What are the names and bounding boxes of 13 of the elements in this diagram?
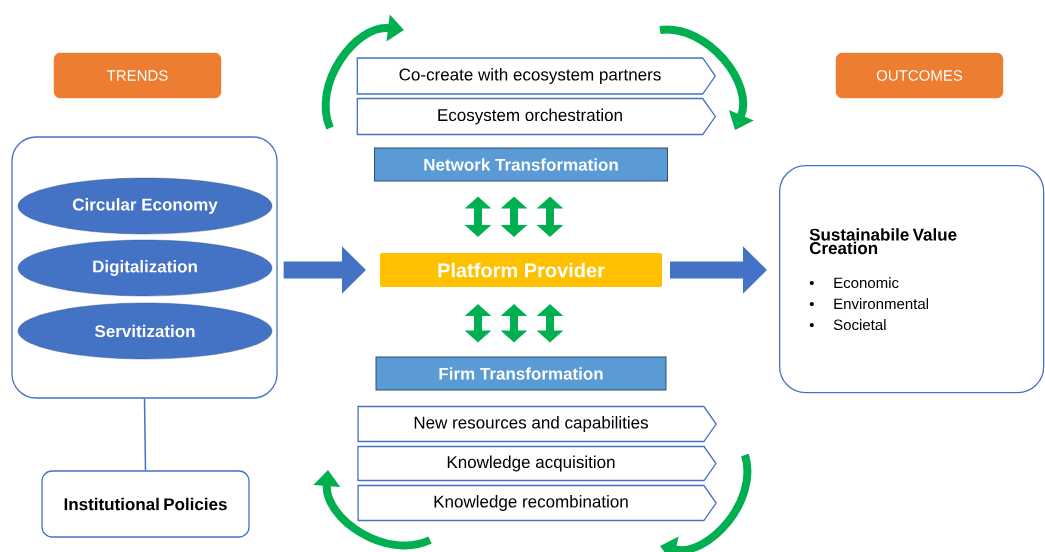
chevron-box: Knowledge acquisition <box>357 445 717 482</box>
platform-box: Platform Provider <box>378 251 664 289</box>
connector-line <box>143 397 147 472</box>
outcome-box: Sustainabile Value Creation • Economic • Environmental • Societal <box>779 165 1045 394</box>
chevron-box: Ecosystem orchestration <box>356 97 717 136</box>
policy-box: Institutional Policies <box>41 470 250 538</box>
chevron-box: Co-create with ecosystem partners <box>356 57 717 95</box>
chevron-box: New resources and capabilities <box>357 405 717 443</box>
header-box: OUTCOMES <box>835 52 1004 99</box>
stage-box: Network Transformation <box>374 147 668 182</box>
header-box: TRENDS <box>53 52 222 99</box>
stage-box: Firm Transformation <box>375 356 667 391</box>
chevron-box: Knowledge recombination <box>357 484 717 522</box>
